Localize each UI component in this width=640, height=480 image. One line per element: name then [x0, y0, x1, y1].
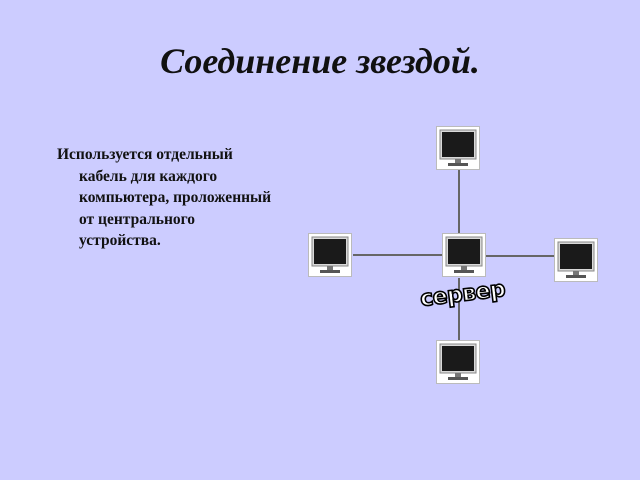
cable-lines	[353, 170, 554, 341]
slide-title: Соединение звездой.	[160, 41, 480, 81]
monitor-icon	[436, 126, 480, 170]
monitor-icon	[436, 340, 480, 384]
bullet-text: Используется отдельный кабель для каждог…	[57, 146, 272, 249]
monitor-icon	[554, 238, 598, 282]
server-monitor-icon	[442, 233, 486, 277]
monitor-icon	[308, 233, 352, 277]
